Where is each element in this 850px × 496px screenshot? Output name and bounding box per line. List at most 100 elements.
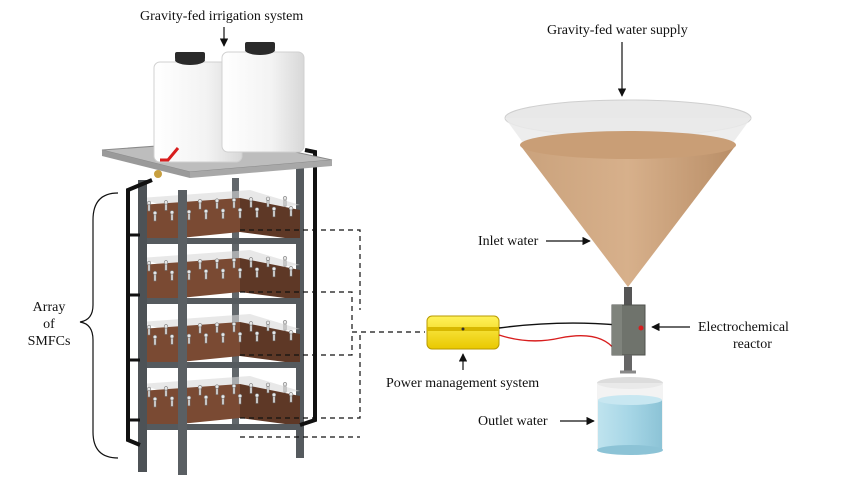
electrode-pin-head xyxy=(152,334,158,340)
cone-funnel xyxy=(504,99,752,287)
electrode-pin-head xyxy=(271,330,277,335)
electrode-pin-head xyxy=(288,266,294,271)
inlet-pipe xyxy=(624,287,632,307)
power-management-box xyxy=(426,315,500,350)
electrode-pin-head xyxy=(146,260,152,266)
smfc-rack xyxy=(101,42,333,475)
electrode-pin-head xyxy=(203,333,209,338)
label-inlet-water: Inlet water xyxy=(478,234,539,249)
electrode-pin-head xyxy=(197,323,203,328)
array-bracket xyxy=(79,192,119,459)
irrigation-tube-right xyxy=(299,148,317,427)
electrode-pin-head xyxy=(186,395,192,400)
electrochemical-reactor xyxy=(611,304,646,356)
electrode-pin-head xyxy=(265,196,271,201)
shelf-tier-2 xyxy=(140,250,300,304)
electrode-pin-head xyxy=(282,320,288,325)
electrode-pin-head xyxy=(169,334,175,339)
shelf-tier-1 xyxy=(140,190,300,244)
electrode-pin-head xyxy=(220,208,226,213)
wire-black xyxy=(498,322,619,329)
shelf-tier-3 xyxy=(140,314,300,368)
electrode-pin-head xyxy=(254,393,260,398)
electrode-pin-head xyxy=(271,206,277,211)
electrode-pin-head xyxy=(220,394,226,399)
electrode-pin-head xyxy=(203,395,209,400)
electrode-pin-head xyxy=(197,259,203,264)
electrode-pin-head xyxy=(203,269,209,274)
electrode-pin-head xyxy=(271,266,277,271)
electrode-pin-head xyxy=(231,383,237,389)
dashed-wiring xyxy=(240,229,425,438)
electrode-pin-head xyxy=(146,324,152,330)
electrode-pin-head xyxy=(248,197,254,202)
annotation-arrows xyxy=(219,27,690,426)
electrode-pin-head xyxy=(163,260,169,265)
electrode-pin-head xyxy=(248,321,254,326)
electrode-pin-head xyxy=(282,196,288,201)
shelf-tier-4 xyxy=(140,376,300,430)
electrode-pin-head xyxy=(152,396,158,402)
electrode-pin-head xyxy=(254,331,260,336)
electrode-pin-head xyxy=(254,207,260,212)
electrode-pin-head xyxy=(265,382,271,387)
electrode-pin-head xyxy=(237,393,243,399)
electrode-pin-head xyxy=(288,206,294,211)
electrode-pin-head xyxy=(237,331,243,337)
water-tank-right xyxy=(221,42,305,153)
electrode-pin-head xyxy=(237,207,243,213)
electrode-pin-head xyxy=(265,320,271,325)
electrode-pin-head xyxy=(214,258,220,263)
electrode-pin-head xyxy=(163,200,169,205)
electrode-pin-head xyxy=(214,322,220,327)
electrode-pin-head xyxy=(248,257,254,262)
label-reactor-line1: Electrochemical xyxy=(698,320,789,335)
electrode-pin-head xyxy=(288,392,294,397)
valve-handle xyxy=(160,147,180,162)
electrode-pin-head xyxy=(197,385,203,390)
electrode-pin-head xyxy=(254,267,260,272)
electrode-pin-head xyxy=(282,382,288,387)
electrode-pin-head xyxy=(152,270,158,276)
label-irrigation-system: Gravity-fed irrigation system xyxy=(140,9,304,24)
electrode-pin-head xyxy=(237,267,243,273)
electrode-pin-head xyxy=(220,332,226,337)
rack-post-back-right xyxy=(296,168,304,458)
electrode-pin-head xyxy=(214,384,220,389)
label-power-management: Power management system xyxy=(386,376,540,391)
label-water-supply: Gravity-fed water supply xyxy=(547,23,688,38)
electrode-pin-head xyxy=(214,198,220,203)
outlet-pipe xyxy=(624,355,632,371)
electrode-pin-head xyxy=(169,396,175,401)
label-array-line1: Array xyxy=(32,300,66,315)
electrode-pin-head xyxy=(203,209,209,214)
electrode-pin-head xyxy=(271,392,277,397)
electrode-pin-head xyxy=(152,210,158,216)
outlet-container xyxy=(597,377,663,455)
electrode-pin-head xyxy=(163,386,169,391)
valve-fitting xyxy=(154,170,162,178)
irrigation-tube-left xyxy=(126,178,153,447)
electrode-pin-head xyxy=(146,200,152,206)
electrode-pin-head xyxy=(186,333,192,338)
label-outlet-water: Outlet water xyxy=(478,414,548,429)
electrode-pin-head xyxy=(231,257,237,263)
electrode-pin-head xyxy=(186,209,192,214)
electrode-pin-head xyxy=(186,269,192,274)
electrode-pin-head xyxy=(265,256,271,261)
electrode-pin-head xyxy=(146,386,152,392)
irrigation-branches xyxy=(128,233,140,422)
electrode-pin-head xyxy=(231,321,237,327)
electrode-pin-head xyxy=(288,330,294,335)
electrode-pin-head xyxy=(282,256,288,261)
electrode-pin-head xyxy=(169,210,175,215)
label-array-line3: SMFCs xyxy=(27,334,71,349)
rack-post-front-left xyxy=(138,180,147,472)
electrode-pin-head xyxy=(169,270,175,275)
electrode-pin-head xyxy=(163,324,169,329)
electrode-pin-head xyxy=(197,199,203,204)
label-reactor-line2: reactor xyxy=(733,337,772,352)
label-array-line2: of xyxy=(43,317,55,332)
